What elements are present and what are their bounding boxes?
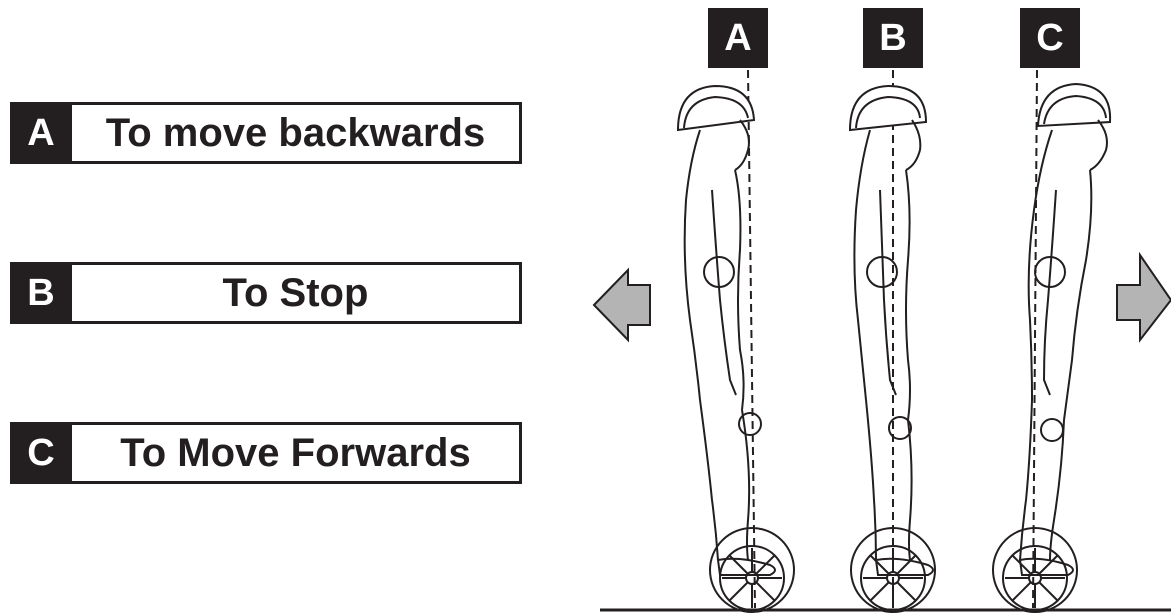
rider-figure-a [676,69,795,613]
legend-label-c: To Move Forwards [72,422,522,484]
legend-badge-c: C [10,422,72,484]
arrow-right-icon [1116,251,1171,343]
legend-row-b: B To Stop [10,262,522,324]
balance-line-c [1032,69,1038,609]
rider-figure-b [848,70,936,613]
rider-figure-c [992,69,1112,613]
legend-label-b: To Stop [72,262,522,324]
legend-badge-a: A [10,102,72,164]
legend-badge-b: B [10,262,72,324]
balance-line-a [747,69,756,609]
arrow-left-icon [592,267,651,343]
column-badge-a: A [708,8,768,68]
legend-row-a: A To move backwards [10,102,522,164]
column-badge-c: C [1020,8,1080,68]
legend-row-c: C To Move Forwards [10,422,522,484]
legend-label-a: To move backwards [72,102,522,164]
column-badge-b: B [863,8,923,68]
